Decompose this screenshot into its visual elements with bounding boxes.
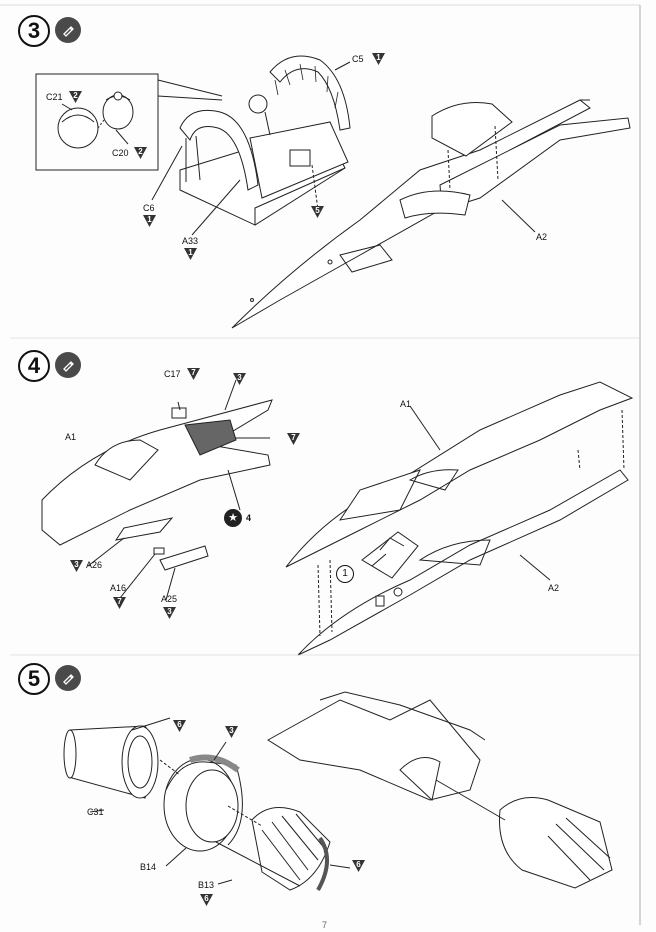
part-label-a25: A25 xyxy=(161,594,178,604)
part-label-a1: A1 xyxy=(65,432,77,442)
part-label-b14: B14 xyxy=(140,862,157,872)
pencil-icon xyxy=(55,665,81,691)
step-5-number: 5 xyxy=(18,663,50,695)
part-label-c6: C6 xyxy=(143,203,155,213)
step-4-number: 4 xyxy=(18,350,50,382)
part-label-a16: A16 xyxy=(110,583,127,593)
pencil-icon xyxy=(55,17,81,43)
part-label-c31: C31 xyxy=(87,807,104,817)
part-label-a2-right: A2 xyxy=(548,583,560,593)
part-label-a1-right: A1 xyxy=(400,399,412,409)
part-label-c17: C17 xyxy=(164,369,181,379)
part-label-b13: B13 xyxy=(198,880,215,890)
star-decal-icon: ★ xyxy=(224,509,242,527)
part-label-a33: A33 xyxy=(182,236,199,246)
part-label-a26: A26 xyxy=(86,560,103,570)
decal-number: 4 xyxy=(246,513,252,523)
detail-inset-box xyxy=(35,73,159,171)
step-3-number: 3 xyxy=(18,15,50,47)
part-label-c20: C20 xyxy=(112,148,129,158)
part-label-c5: C5 xyxy=(352,54,364,64)
page-marker: 7 xyxy=(322,920,328,930)
part-label-a2: A2 xyxy=(536,232,548,242)
pencil-icon xyxy=(55,352,81,378)
part-label-c21: C21 xyxy=(46,92,63,102)
sub-step-marker: 1 xyxy=(336,565,354,583)
